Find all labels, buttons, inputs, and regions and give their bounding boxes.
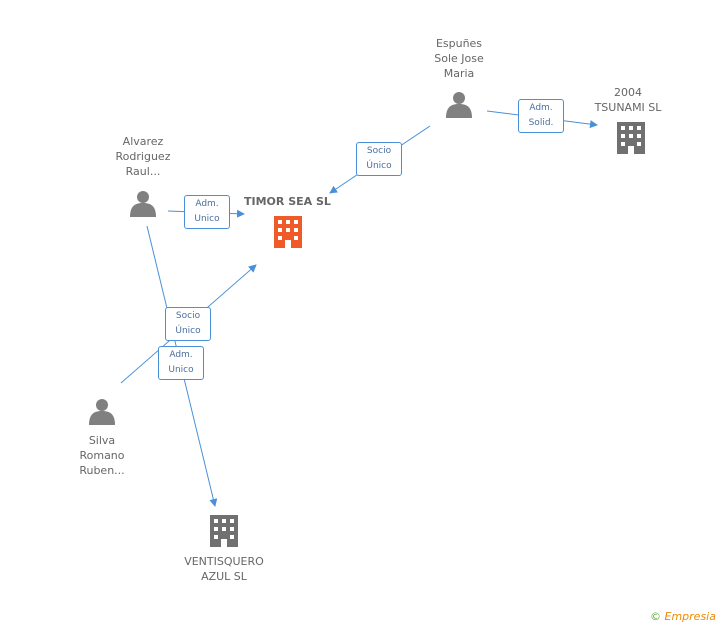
person-icon[interactable] [89,399,115,425]
edge-label-adm-solid: Adm. Solid. [518,99,564,133]
company-label-ventisquero[interactable]: VENTISQUERO AZUL SL [184,555,264,583]
company-label-timor[interactable]: TIMOR SEA SL [244,195,331,208]
person-label-silva[interactable]: Silva Romano Ruben... [79,434,125,477]
building-icon[interactable] [274,216,302,248]
person-icon[interactable] [130,191,156,217]
edge-label-adm-unico-alvarez: Adm. Unico [184,195,230,229]
copyright-icon: © [650,610,661,623]
person-label-espunes[interactable]: Espuñes Sole Jose Maria [434,37,484,80]
edge-label-socio-unico-espunes: Socio Único [356,142,402,176]
company-label-tsunami[interactable]: 2004 TSUNAMI SL [594,86,662,114]
edge-label-adm-unico-ventisquero: Adm. Unico [158,346,204,380]
person-icon[interactable] [446,92,472,118]
brand-name: Empresia [664,610,716,623]
footer-brand: © Empresia [650,610,716,623]
building-icon[interactable] [617,122,645,154]
building-icon[interactable] [210,515,238,547]
edge-label-socio-unico-silva: Socio Único [165,307,211,341]
person-label-alvarez[interactable]: Alvarez Rodriguez Raul... [115,135,171,178]
